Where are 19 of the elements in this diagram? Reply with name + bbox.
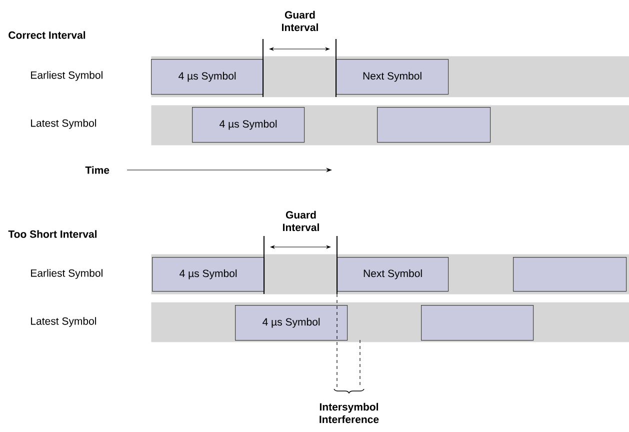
label: Guard Interval (283, 210, 319, 232)
symbol-box: 4 µs Symbol (192, 107, 305, 143)
label: Intersymbol Interference (320, 402, 379, 424)
label: Correct Interval (8, 31, 86, 39)
symbol-box (513, 257, 627, 292)
symbol-box: 4 µs Symbol (151, 59, 264, 95)
symbol-box: 4 µs Symbol (235, 305, 348, 341)
row-label: Earliest Symbol (31, 269, 102, 279)
row-label: Latest Symbol (31, 317, 96, 327)
label: Guard Interval (282, 10, 318, 32)
symbol-box: Next Symbol (336, 59, 449, 95)
symbol-box: Next Symbol (337, 257, 449, 292)
label: Time (85, 166, 110, 174)
row-label: Earliest Symbol (31, 71, 102, 81)
label: Too Short Interval (8, 230, 97, 238)
symbol-box: 4 µs Symbol (152, 257, 265, 292)
symbol-box (377, 107, 491, 143)
row-label: Latest Symbol (31, 119, 96, 129)
symbol-box (421, 305, 534, 341)
